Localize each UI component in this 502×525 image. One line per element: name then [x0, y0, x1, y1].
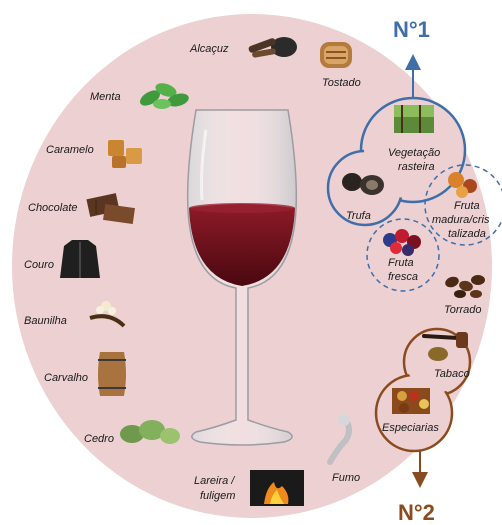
label-fumo: Fumo — [332, 472, 360, 484]
label-cedro: Cedro — [84, 433, 114, 445]
label-lareira-line2: fuligem — [200, 490, 235, 502]
label-fruta-madura-line3: talizada — [448, 228, 486, 240]
label-menta: Menta — [90, 91, 121, 103]
label-tostado: Tostado — [322, 77, 361, 89]
barrel-icon — [98, 352, 126, 396]
forest-floor-icon — [394, 105, 434, 133]
toast-icon — [320, 42, 352, 68]
label-fruta-madura-line1: Fruta — [454, 200, 480, 212]
label-vegetacao-line1: Vegetação — [388, 147, 440, 159]
label-lareira-line1: Lareira / — [194, 475, 235, 487]
label-fruta-madura-line2: madura/cris — [432, 214, 490, 226]
label-trufa: Trufa — [346, 210, 371, 222]
label-chocolate: Chocolate — [28, 202, 78, 214]
label-vegetacao-line2: rasteira — [398, 161, 435, 173]
leather-jacket-icon — [60, 240, 100, 278]
label-couro: Couro — [24, 259, 54, 271]
label-tabaco: Tabaco — [434, 368, 470, 380]
label-baunilha: Baunilha — [24, 315, 67, 327]
label-torrado: Torrado — [444, 304, 482, 316]
label-alcacuz: Alcaçuz — [189, 43, 229, 55]
group2-number: N°2 — [398, 500, 435, 525]
fireplace-icon — [250, 470, 304, 506]
label-especiarias: Especiarias — [382, 422, 439, 434]
label-carvalho: Carvalho — [44, 372, 88, 384]
label-fruta-fresca-line2: fresca — [388, 271, 418, 283]
label-fruta-fresca-line1: Fruta — [388, 257, 414, 269]
spices-icon — [392, 388, 430, 414]
group1-number: N°1 — [393, 17, 430, 42]
label-caramelo: Caramelo — [46, 144, 94, 156]
